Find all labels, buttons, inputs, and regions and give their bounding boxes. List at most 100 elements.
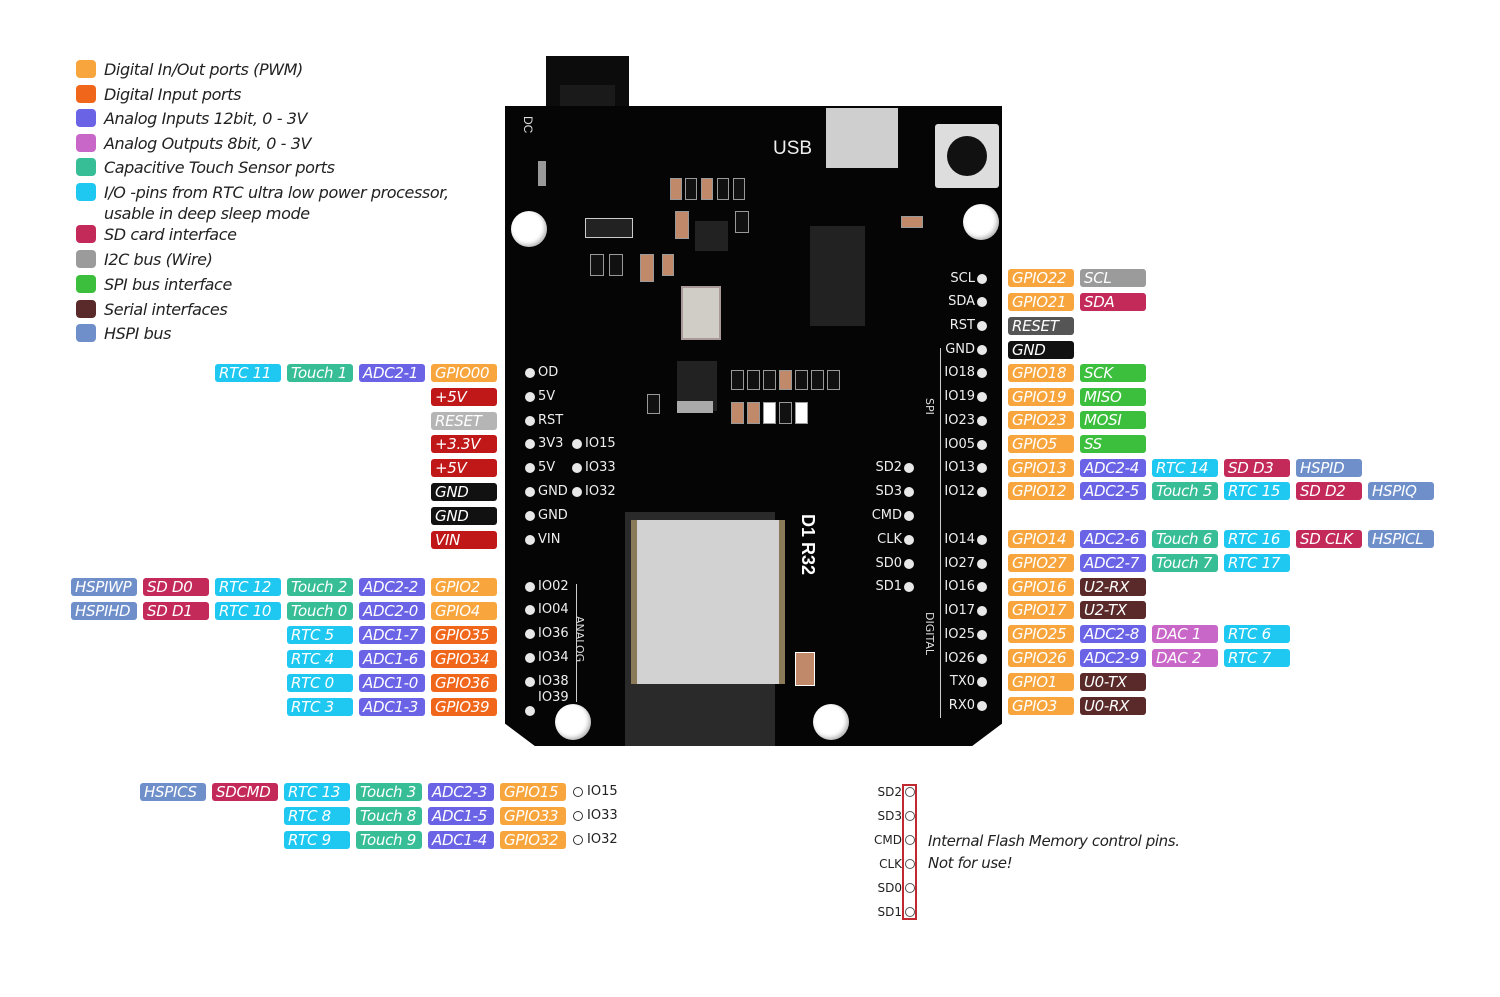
legend-item: SPI bus interface xyxy=(76,274,232,295)
flash-pin xyxy=(905,811,915,821)
smd-component xyxy=(779,370,792,390)
badge-touch-0: Touch 0 xyxy=(287,602,353,620)
badge-sck: SCK xyxy=(1080,364,1146,382)
pin-dot xyxy=(904,582,914,592)
legend-swatch xyxy=(76,300,96,318)
smd-component xyxy=(763,402,776,424)
header-pin-label: IO33 xyxy=(587,808,618,823)
badge-rtc-4: RTC 4 xyxy=(287,650,353,668)
dc-label: DC xyxy=(521,116,535,134)
ic-chip xyxy=(810,226,865,326)
flash-pin xyxy=(905,883,915,893)
badge-rtc-17: RTC 17 xyxy=(1224,554,1290,572)
badge-gpio4: GPIO4 xyxy=(431,602,497,620)
header-pin xyxy=(573,811,583,821)
pin-label: IO13 xyxy=(944,460,975,475)
badge-rtc-14: RTC 14 xyxy=(1152,459,1218,477)
pin-dot xyxy=(977,274,987,284)
mounting-hole xyxy=(511,211,547,247)
badge-gpio21: GPIO21 xyxy=(1008,293,1074,311)
badge-sd-d1: SD D1 xyxy=(143,602,209,620)
badge-rtc-9: RTC 9 xyxy=(284,831,350,849)
pin-dot xyxy=(977,368,987,378)
badge-vin: VIN xyxy=(431,531,497,549)
flash-pin-label: SD2 xyxy=(877,785,903,799)
pin-label: IO12 xyxy=(944,484,975,499)
badge-adc1-6: ADC1-6 xyxy=(359,650,425,668)
badge-sd-d0: SD D0 xyxy=(143,578,209,596)
flash-note-line2: Not for use! xyxy=(928,854,1013,872)
ic-chip xyxy=(695,221,728,251)
smd-component xyxy=(779,402,792,424)
badge-touch-5: Touch 5 xyxy=(1152,482,1218,500)
badge-adc2-5: ADC2-5 xyxy=(1080,482,1146,500)
pin-label: IO33 xyxy=(585,460,616,475)
header-pin xyxy=(573,835,583,845)
smd-component xyxy=(811,370,824,390)
smd-component xyxy=(590,254,604,276)
badge-adc2-2: ADC2-2 xyxy=(359,578,425,596)
badge-sd-clk: SD CLK xyxy=(1296,530,1362,548)
badge-adc2-7: ADC2-7 xyxy=(1080,554,1146,572)
badge-u0-tx: U0-TX xyxy=(1080,673,1146,691)
legend-item: I/O -pins from RTC ultra low power proce… xyxy=(76,182,449,224)
badge-rtc-12: RTC 12 xyxy=(215,578,281,596)
badge-touch-2: Touch 2 xyxy=(287,578,353,596)
badge-gpio33: GPIO33 xyxy=(500,807,566,825)
badge-miso: MISO xyxy=(1080,388,1146,406)
badge-gpio5: GPIO5 xyxy=(1008,435,1074,453)
badge-ss: SS xyxy=(1080,435,1146,453)
flash-pin xyxy=(905,907,915,917)
esp32-module xyxy=(631,520,785,684)
pin-label: OD xyxy=(538,365,559,380)
smd-component xyxy=(675,211,689,239)
pin-label: IO34 xyxy=(538,650,569,665)
crystal xyxy=(681,286,721,340)
pin-label: IO05 xyxy=(944,437,975,452)
pin-label: SD0 xyxy=(875,556,902,571)
pin-label: GND xyxy=(538,508,568,523)
badge-touch-6: Touch 6 xyxy=(1152,530,1218,548)
badge-gpio13: GPIO13 xyxy=(1008,459,1074,477)
pin-dot xyxy=(525,535,535,545)
pin-dot xyxy=(977,416,987,426)
smd-component xyxy=(662,254,674,276)
smd-component xyxy=(647,394,660,414)
badge-gpio22: GPIO22 xyxy=(1008,269,1074,287)
usb-connector xyxy=(826,108,898,168)
pin-dot xyxy=(525,511,535,521)
legend-label: SPI bus interface xyxy=(104,275,232,294)
legend-label: I2C bus (Wire) xyxy=(104,250,213,269)
badge-rtc-6: RTC 6 xyxy=(1224,625,1290,643)
legend-label: Analog Inputs 12bit, 0 - 3V xyxy=(104,109,308,128)
badge-hspid: HSPID xyxy=(1296,459,1362,477)
smd-component xyxy=(795,652,815,686)
pin-dot xyxy=(904,511,914,521)
smd-component xyxy=(670,178,682,200)
badge-hspiq: HSPIQ xyxy=(1368,482,1434,500)
badge-hspics: HSPICS xyxy=(140,783,206,801)
regulator-tab xyxy=(677,401,713,413)
digital-label: DIGITAL xyxy=(923,612,936,656)
badge-gpio17: GPIO17 xyxy=(1008,601,1074,619)
reset-button[interactable] xyxy=(935,124,999,188)
flash-pin-box xyxy=(902,784,917,920)
flash-pin xyxy=(905,859,915,869)
badge-adc1-4: ADC1-4 xyxy=(428,831,494,849)
legend-label: I/O -pins from RTC ultra low power proce… xyxy=(104,183,449,202)
pin-label: IO02 xyxy=(538,579,569,594)
header-divider xyxy=(940,348,941,718)
pin-dot xyxy=(572,463,582,473)
badge-rtc-5: RTC 5 xyxy=(287,626,353,644)
badge-gpio23: GPIO23 xyxy=(1008,411,1074,429)
badge-hspicl: HSPICL xyxy=(1368,530,1434,548)
pin-dot xyxy=(977,582,987,592)
pin-dot xyxy=(977,297,987,307)
badge-gpio18: GPIO18 xyxy=(1008,364,1074,382)
smd-component xyxy=(585,218,633,238)
pin-label: CLK xyxy=(877,532,902,547)
pin-label: TX0 xyxy=(949,674,975,689)
smd-component xyxy=(901,216,923,228)
pin-label: RST xyxy=(949,318,975,333)
legend-label: Digital In/Out ports (PWM) xyxy=(104,60,303,79)
